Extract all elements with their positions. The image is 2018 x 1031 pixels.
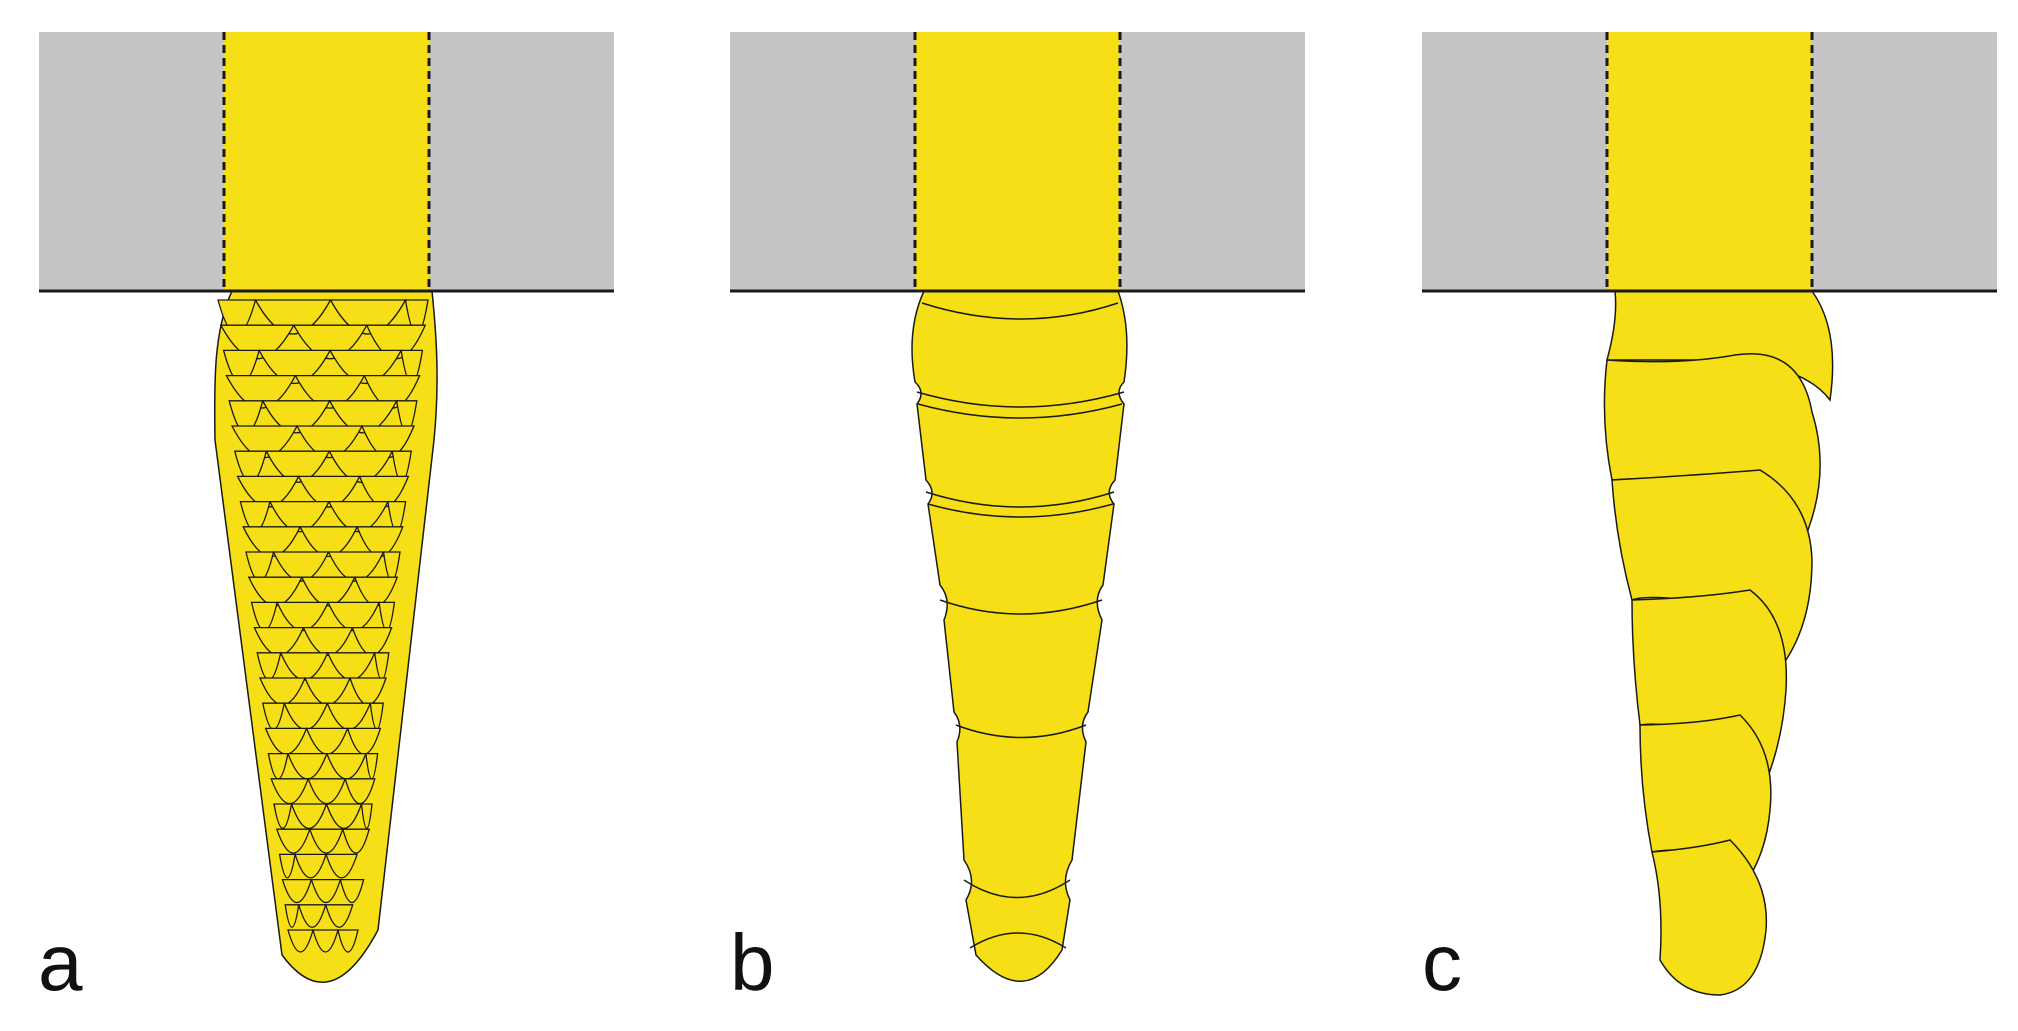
scale — [307, 778, 347, 805]
scale — [225, 374, 297, 409]
panel-b: b — [730, 32, 1305, 1007]
scale — [361, 425, 415, 458]
fiber-channel — [915, 32, 1120, 291]
scale — [261, 400, 331, 434]
scale — [363, 374, 421, 409]
scale — [360, 803, 373, 829]
scale — [339, 878, 365, 903]
scale — [337, 929, 359, 953]
fiber-shaft — [911, 290, 1128, 982]
panel-a: a — [38, 32, 614, 1007]
fiber-channel — [1607, 32, 1812, 291]
spiral-segment — [1651, 839, 1768, 996]
scale — [236, 475, 300, 508]
panel-c: c — [1422, 32, 1997, 1007]
scale — [341, 828, 371, 854]
fiber-shaft — [1603, 290, 1834, 996]
scale — [265, 450, 331, 483]
panel-label: c — [1422, 918, 1462, 1007]
fiber-channel — [224, 32, 429, 291]
scale — [247, 576, 303, 607]
panel-label: a — [38, 918, 83, 1007]
scale — [230, 425, 299, 458]
scale — [242, 526, 302, 557]
scale — [270, 778, 310, 805]
scale-pattern — [217, 299, 429, 953]
scale — [324, 904, 354, 928]
scale — [325, 853, 358, 879]
ring-boundaries — [916, 302, 1125, 949]
fiber-shaft — [213, 290, 438, 983]
panel-label: b — [730, 918, 775, 1007]
scale — [358, 475, 410, 508]
